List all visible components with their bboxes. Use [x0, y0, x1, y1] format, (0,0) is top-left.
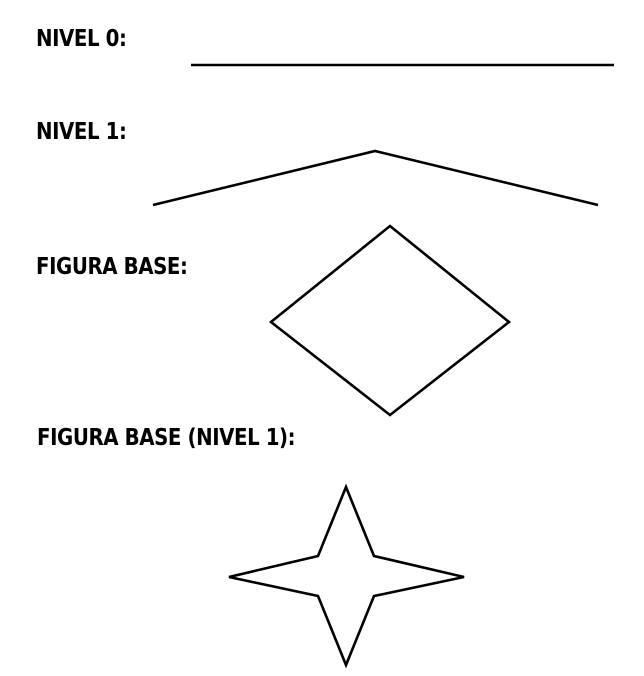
figura-base-diamond — [268, 224, 512, 417]
figura-base-nivel-1-label: FIGURA BASE (NIVEL 1): — [37, 425, 296, 451]
nivel-1-generator — [152, 149, 599, 207]
figura-base-label: FIGURA BASE: — [36, 254, 188, 280]
nivel-1-label: NIVEL 1: — [36, 119, 127, 145]
nivel-0-label: NIVEL 0: — [36, 26, 127, 52]
figura-base-nivel-1-star — [228, 483, 465, 669]
